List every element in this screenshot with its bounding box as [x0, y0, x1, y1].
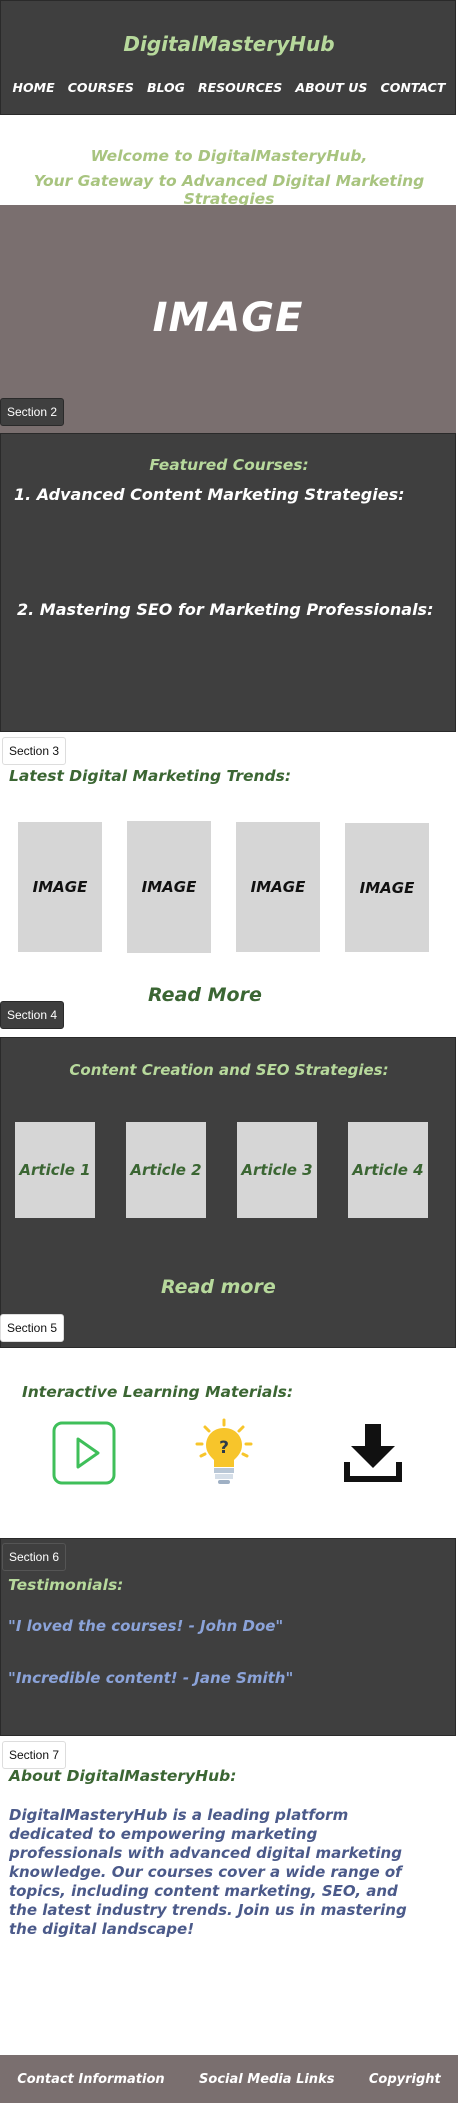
about-description: DigitalMasteryHub is a leading platform … [9, 1806, 407, 1938]
content-strategies-title: Content Creation and SEO Strategies: [69, 1061, 389, 1079]
section-tag-3[interactable]: Section 3 [2, 737, 67, 765]
nav-courses[interactable]: COURSES [67, 80, 134, 95]
section-tag-4[interactable]: Section 4 [0, 1001, 65, 1029]
nav-about-us[interactable]: ABOUT US [295, 80, 368, 95]
trend-image-3[interactable]: IMAGE [236, 822, 320, 952]
testimonials-section [0, 1538, 456, 1736]
nav-home[interactable]: HOME [12, 80, 55, 95]
course-item-2[interactable]: 2. Mastering SEO for Marketing Professio… [17, 600, 434, 619]
nav-resources[interactable]: RESOURCES [198, 80, 283, 95]
featured-courses-section [0, 433, 456, 732]
content-read-more-link[interactable]: Read more [161, 1276, 276, 1298]
trends-title: Latest Digital Marketing Trends: [9, 767, 292, 785]
main-nav: HOME COURSES BLOG RESOURCES ABOUT US CON… [0, 80, 458, 95]
section-tag-5[interactable]: Section 5 [0, 1314, 65, 1342]
trend-image-1[interactable]: IMAGE [18, 822, 102, 952]
welcome-line-1: Welcome to DigitalMasteryHub, [90, 147, 368, 165]
hero-image-label: IMAGE [152, 295, 304, 341]
featured-courses-title: Featured Courses: [149, 456, 309, 474]
svg-text:?: ? [219, 1438, 229, 1458]
site-footer: Contact Information Social Media Links C… [0, 2055, 458, 2103]
footer-contact-information[interactable]: Contact Information [17, 2071, 165, 2087]
about-title: About DigitalMasteryHub: [9, 1767, 237, 1785]
footer-social-media-links[interactable]: Social Media Links [199, 2071, 335, 2087]
article-card-3[interactable]: Article 3 [237, 1122, 317, 1218]
play-video-icon[interactable] [52, 1421, 116, 1485]
testimonials-title: Testimonials: [8, 1576, 124, 1594]
site-header [0, 0, 456, 115]
article-card-2[interactable]: Article 2 [126, 1122, 206, 1218]
trend-image-4[interactable]: IMAGE [345, 823, 429, 952]
article-card-1[interactable]: Article 1 [15, 1122, 95, 1218]
article-card-4[interactable]: Article 4 [348, 1122, 428, 1218]
trend-image-2[interactable]: IMAGE [127, 821, 211, 953]
nav-blog[interactable]: BLOG [146, 80, 185, 95]
footer-copyright[interactable]: Copyright [368, 2071, 441, 2087]
nav-contact[interactable]: CONTACT [380, 80, 446, 95]
trends-read-more-link[interactable]: Read More [148, 984, 262, 1006]
section-tag-6[interactable]: Section 6 [2, 1543, 67, 1571]
site-title[interactable]: DigitalMasteryHub [123, 32, 335, 56]
lightbulb-question-icon[interactable]: ? [195, 1418, 253, 1486]
testimonial-1: "I loved the courses! - John Doe" [8, 1617, 284, 1635]
download-icon[interactable] [342, 1422, 404, 1484]
testimonial-2: "Incredible content! - Jane Smith" [8, 1669, 294, 1687]
section-tag-7[interactable]: Section 7 [2, 1741, 67, 1769]
section-tag-2[interactable]: Section 2 [0, 398, 65, 426]
hero-image [0, 205, 456, 433]
course-item-1[interactable]: 1. Advanced Content Marketing Strategies… [14, 485, 405, 504]
interactive-title: Interactive Learning Materials: [22, 1383, 294, 1401]
welcome-line-2: Your Gateway to Advanced Digital Marketi… [33, 172, 425, 208]
